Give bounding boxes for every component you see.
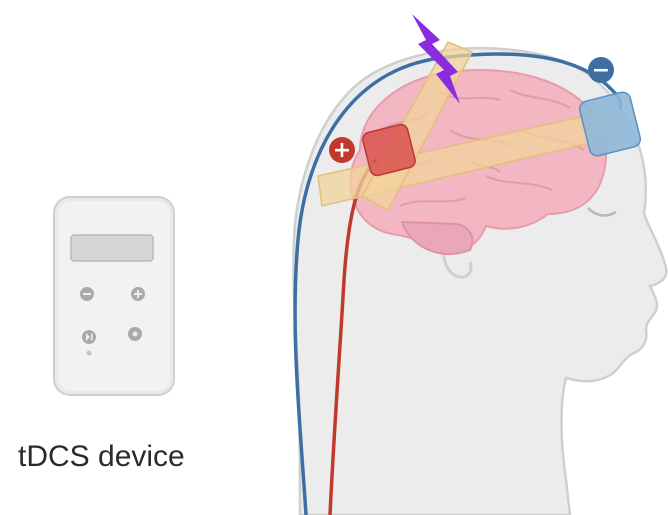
cathode-minus-symbol: − [592, 58, 610, 83]
device-screen [71, 235, 153, 261]
tdcs-device [54, 197, 174, 395]
device-face [58, 201, 170, 391]
stop-icon [133, 332, 138, 337]
minus-icon [83, 293, 91, 295]
plus-icon-v [137, 290, 139, 298]
device-label: tDCS device [18, 440, 218, 474]
pause-bar-icon [91, 334, 93, 341]
device-indicator-light [87, 351, 92, 356]
anode-plus-symbol: + [333, 138, 351, 163]
